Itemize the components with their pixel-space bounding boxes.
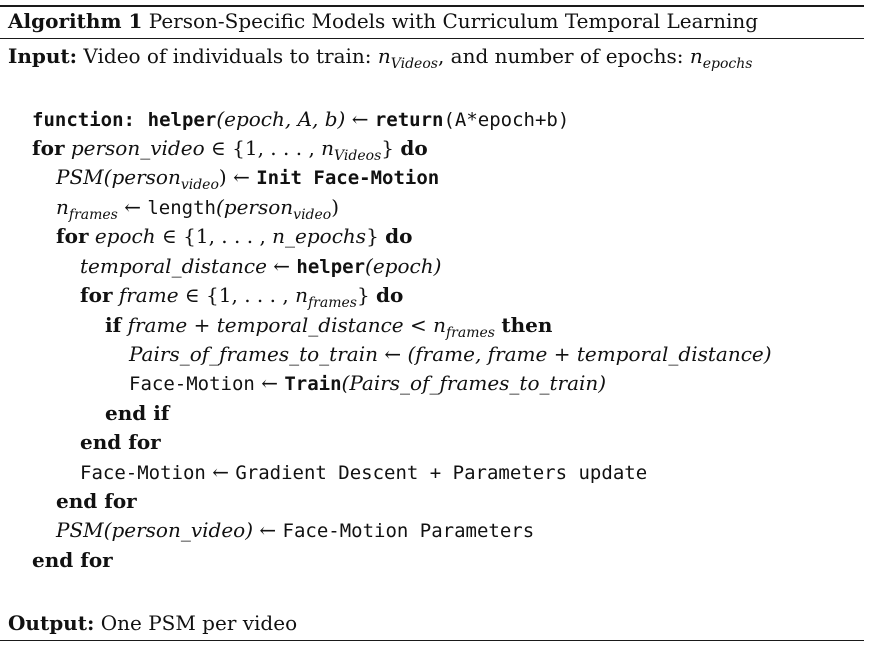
- algorithm-title: Person-Specific Models with Curriculum T…: [148, 9, 759, 33]
- input-text-b: , and number of epochs:: [437, 44, 690, 68]
- code-line-if: if frame + temporal_distance < nframes t…: [105, 313, 553, 341]
- code-line-length: nframes ← length(personvideo): [56, 195, 340, 223]
- output-label: Output:: [8, 611, 95, 635]
- code-line-psm-params: PSM(person_video) ← Face-Motion Paramete…: [56, 518, 535, 542]
- code-line-function: function: helper(epoch, A, b) ← return(A…: [32, 107, 570, 131]
- code-line-for-frame: for frame ∈ {1, . . . , nframes} do: [80, 283, 404, 311]
- code-line-for-epoch: for epoch ∈ {1, . . . , n_epochs} do: [56, 224, 413, 248]
- input-label: Input:: [8, 44, 78, 68]
- code-line-pairs: Pairs_of_frames_to_train ← (frame, frame…: [129, 342, 772, 366]
- code-line-update: Face-Motion ← Gradient Descent + Paramet…: [80, 460, 648, 484]
- code-line-end-for-video: end for: [32, 548, 113, 572]
- caption-rule: [0, 38, 864, 39]
- output-line: Output: One PSM per video: [8, 611, 297, 635]
- code-line-end-for-frame: end for: [80, 430, 161, 454]
- code-line-init: PSM(personvideo) ← Init Face-Motion: [56, 165, 440, 193]
- output-text: One PSM per video: [100, 611, 298, 635]
- top-rule: [0, 5, 864, 7]
- bottom-rule: [0, 640, 864, 641]
- input-line: Input: Video of individuals to train: nV…: [8, 44, 753, 72]
- code-line-end-for-epoch: end for: [56, 489, 137, 513]
- input-text-a: Video of individuals to train:: [83, 44, 378, 68]
- algorithm-label: Algorithm 1: [8, 9, 143, 33]
- algorithm-caption: Algorithm 1 Person-Specific Models with …: [8, 9, 758, 33]
- code-line-temporal-distance: temporal_distance ← helper(epoch): [80, 254, 442, 278]
- code-line-end-if: end if: [105, 401, 170, 425]
- code-line-for-video: for person_video ∈ {1, . . . , nVideos} …: [32, 136, 428, 164]
- code-line-train: Face-Motion ← Train(Pairs_of_frames_to_t…: [129, 371, 607, 395]
